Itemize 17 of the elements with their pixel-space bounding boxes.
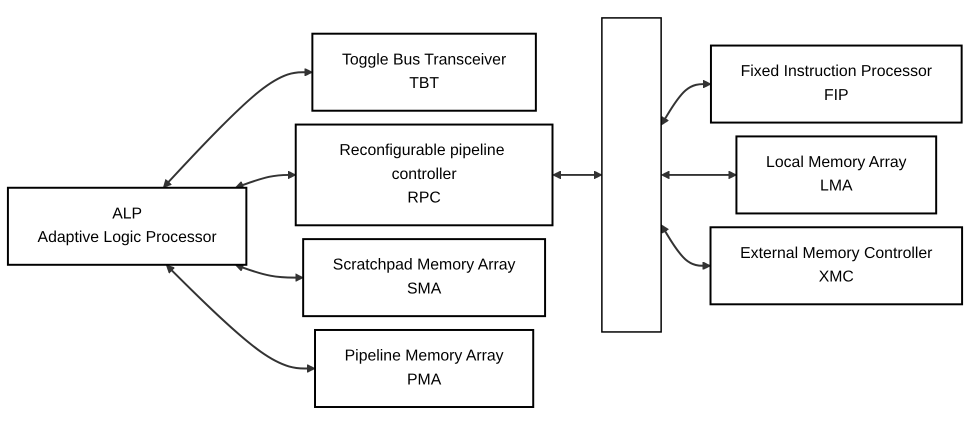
arrow bbox=[235, 264, 304, 282]
arrow bbox=[660, 80, 712, 126]
arrow bbox=[166, 264, 316, 373]
arrow bbox=[661, 170, 737, 180]
arrow bbox=[162, 68, 313, 188]
node-box: External Memory Controller XMC bbox=[710, 226, 964, 306]
node-box: Scratchpad Memory Array SMA bbox=[302, 238, 546, 318]
node-box: Reconfigurable pipeline controller RPC bbox=[294, 124, 554, 226]
node-box: Pipeline Memory Array PMA bbox=[314, 329, 534, 408]
arrow bbox=[552, 170, 602, 180]
arrow bbox=[660, 224, 711, 270]
node-box: Toggle Bus Transceiver TBT bbox=[311, 32, 537, 112]
arrow bbox=[235, 170, 296, 190]
node-box: ALP Adaptive Logic Processor bbox=[6, 186, 248, 266]
node-box: Fixed Instruction Processor FIP bbox=[710, 44, 963, 124]
node-box: Local Memory Array LMA bbox=[735, 135, 938, 214]
node-bar bbox=[601, 17, 662, 333]
